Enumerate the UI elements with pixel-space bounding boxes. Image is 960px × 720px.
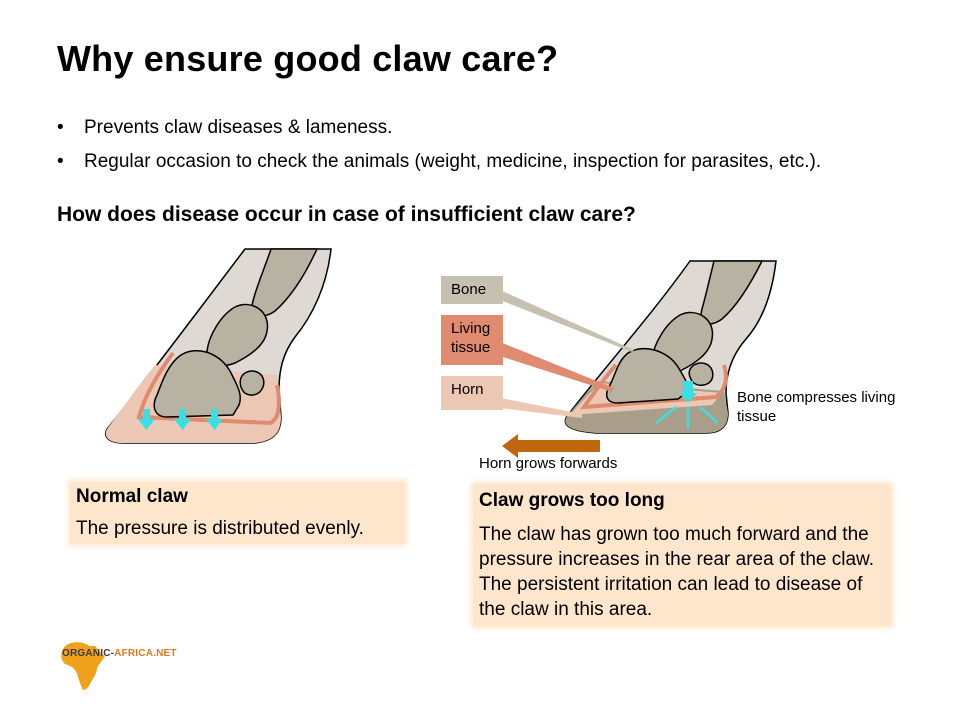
bullet-list: • Prevents claw diseases & lameness. • R… bbox=[57, 116, 821, 184]
pressure-arrow bbox=[206, 409, 223, 430]
long-claw-text: The claw has grown too much forward and … bbox=[479, 524, 874, 620]
africa-map-icon bbox=[61, 642, 105, 690]
legend-living-tissue: Living tissue bbox=[441, 315, 503, 365]
irritation-ray bbox=[699, 406, 719, 424]
bullet-text: Prevents claw diseases & lameness. bbox=[84, 117, 393, 138]
legend-living-label-line1: Living bbox=[451, 320, 491, 337]
pressure-arrow bbox=[138, 409, 155, 430]
horn-growth-arrow bbox=[502, 434, 600, 458]
normal-claw-living-tissue bbox=[136, 351, 281, 426]
normal-claw-bone-sesamoid bbox=[239, 370, 265, 396]
normal-claw-diagram bbox=[105, 248, 332, 444]
pressure-arrow bbox=[174, 409, 191, 430]
normal-claw-text: The pressure is distributed evenly. bbox=[76, 518, 364, 539]
bullet-item: • Prevents claw diseases & lameness. bbox=[57, 116, 821, 140]
legend-living-label-line2: tissue bbox=[451, 339, 491, 356]
slide-title: Why ensure good claw care? bbox=[57, 38, 559, 79]
logo-part1: ORGANIC- bbox=[62, 648, 115, 659]
long-claw-heading: Claw grows too long bbox=[479, 490, 665, 511]
logo-part2: AFRICA.NET bbox=[114, 648, 177, 659]
horn-connector bbox=[500, 398, 582, 418]
long-claw-living-tissue bbox=[579, 363, 728, 410]
bullet-symbol: • bbox=[57, 151, 64, 172]
legend-horn: Horn bbox=[441, 376, 503, 410]
long-claw-bone-sesamoid bbox=[688, 362, 714, 386]
bullet-symbol: • bbox=[57, 117, 64, 138]
legend-connectors bbox=[500, 290, 634, 418]
normal-claw-heading: Normal claw bbox=[76, 486, 188, 507]
horn-grows-note: Horn grows forwards bbox=[479, 455, 618, 472]
logo-wordmark: ORGANIC-AFRICA.NET bbox=[62, 648, 177, 659]
long-claw-bone-coffin bbox=[605, 347, 689, 404]
legend-bone-label: Bone bbox=[451, 281, 487, 298]
normal-claw-box: Normal claw The pressure is distributed … bbox=[70, 482, 405, 544]
bullet-item: • Regular occasion to check the animals … bbox=[57, 150, 821, 174]
long-claw-diagram bbox=[564, 260, 777, 434]
bone-compresses-note: Bone compresses living tissue bbox=[737, 389, 896, 425]
normal-claw-bone-middle bbox=[206, 303, 269, 367]
legend-horn-label: Horn bbox=[451, 381, 484, 398]
living-tissue-connector bbox=[500, 342, 614, 392]
compression-arrow bbox=[679, 381, 697, 403]
normal-claw-bone-coffin bbox=[153, 350, 242, 418]
irritation-ray bbox=[655, 406, 677, 424]
bullet-text: Regular occasion to check the animals (w… bbox=[84, 151, 822, 172]
bone-connector bbox=[500, 290, 634, 352]
long-claw-box: Claw grows too long The claw has grown t… bbox=[473, 484, 891, 626]
legend-bone: Bone bbox=[441, 276, 503, 304]
section-subtitle: How does disease occur in case of insuff… bbox=[57, 203, 636, 226]
